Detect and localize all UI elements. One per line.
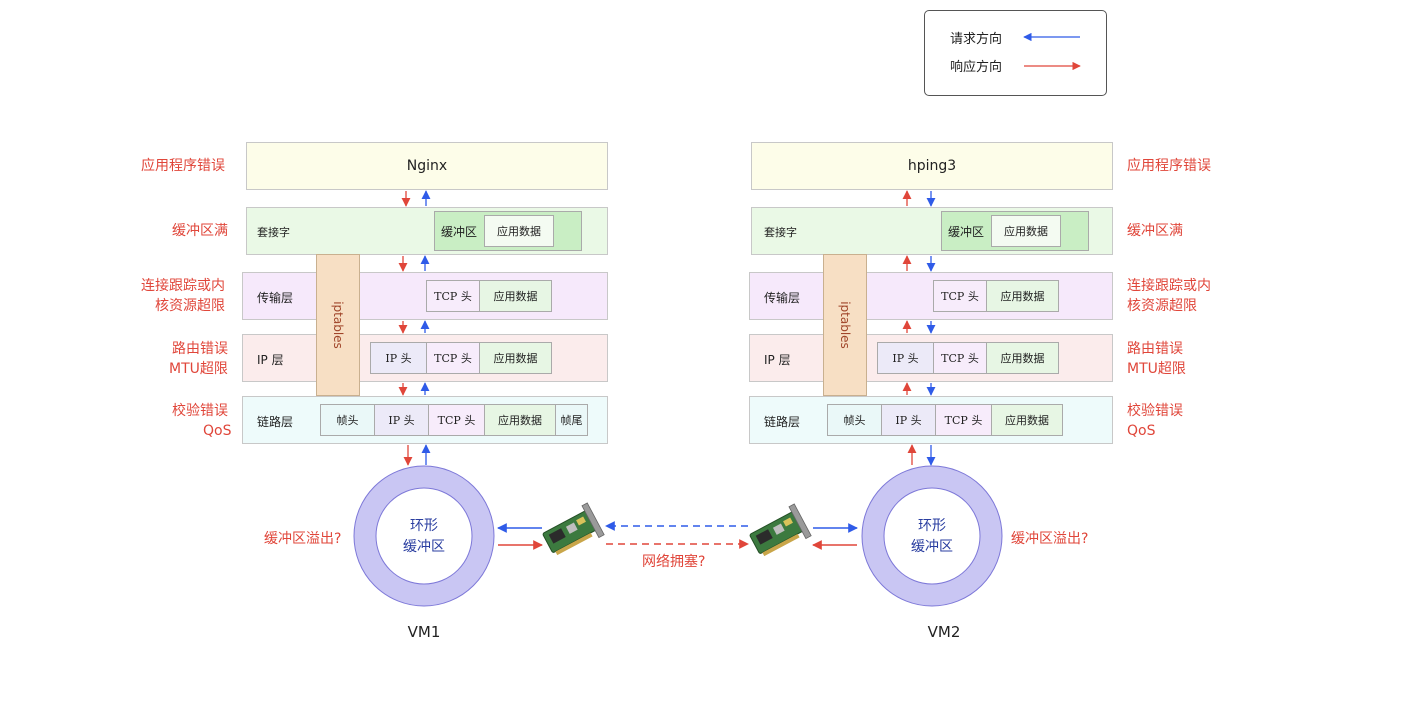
vm2-transport-tcp: TCP 头 — [933, 280, 987, 312]
vm1-nic-icon — [542, 502, 605, 556]
vm1-layer-arrows — [398, 190, 431, 466]
vm1-app-layer: Nginx — [246, 142, 608, 190]
vm1-app-error: 应用程序错误 — [141, 158, 225, 174]
vm1-name: VM1 — [407, 623, 441, 641]
vm1-socket-label: 套接字 — [257, 226, 290, 239]
vm2-link-label: 链路层 — [764, 415, 801, 429]
vm1-conntrack-line2: 核资源超限 — [155, 298, 225, 314]
vm2-ip-tcp: TCP 头 — [933, 342, 987, 374]
vm1-link-tcp: TCP 头 — [428, 404, 485, 436]
vm2-ring-buffer — [862, 466, 1002, 606]
vm1-ip-label: IP 层 — [257, 353, 284, 367]
legend-response-label: 响应方向 — [950, 60, 1003, 75]
vm2-conntrack-line1: 连接跟踪或内 — [1127, 278, 1211, 294]
vm2-route-line1: 路由错误 — [1127, 341, 1183, 357]
vm2-socket-buffer-label: 缓冲区 — [948, 224, 985, 239]
vm1-socket-appdata: 应用数据 — [484, 215, 554, 247]
vm1-buffer-full: 缓冲区满 — [172, 223, 228, 239]
legend-request-label: 请求方向 — [950, 32, 1003, 47]
vm1-route-line2: MTU超限 — [169, 361, 228, 377]
legend: 请求方向 响应方向 — [924, 10, 1107, 96]
vm2-transport-label: 传输层 — [764, 291, 801, 305]
vm1-link-framehdr: 帧头 — [320, 404, 375, 436]
vm2-checksum-line2: QoS — [1127, 423, 1156, 439]
vm1-ring-overflow: 缓冲区溢出? — [264, 531, 342, 547]
vm1-app-name: Nginx — [406, 158, 448, 174]
vm1-ip-appdata: 应用数据 — [479, 342, 552, 374]
vm1-checksum-line1: 校验错误 — [172, 403, 228, 419]
vm1-link-iphdr: IP 头 — [374, 404, 429, 436]
vm2-ring-line1: 环形 — [918, 518, 946, 534]
vm2-checksum-line1: 校验错误 — [1127, 403, 1183, 419]
vm2-layer-arrows — [902, 190, 936, 466]
vm2-socket-label: 套接字 — [764, 226, 797, 239]
vm1-route-line1: 路由错误 — [172, 341, 228, 357]
vm1-ring-line1: 环形 — [410, 518, 438, 534]
vm2-buffer-full: 缓冲区满 — [1127, 223, 1183, 239]
vm1-ip-tcp: TCP 头 — [426, 342, 480, 374]
network-congestion-label: 网络拥塞? — [642, 554, 706, 570]
vm2-ring-overflow: 缓冲区溢出? — [1011, 531, 1089, 547]
vm2-iptables: iptables — [823, 254, 867, 396]
vm2-app-layer: hping3 — [751, 142, 1113, 190]
vm2-ring-line2: 缓冲区 — [911, 539, 953, 555]
vm2-link-appdata: 应用数据 — [991, 404, 1063, 436]
vm2-app-error: 应用程序错误 — [1127, 158, 1211, 174]
vm2-ring-label: 环形 缓冲区 — [892, 516, 972, 558]
vm2-ip-label: IP 层 — [764, 353, 791, 367]
vm2-ip-iphdr: IP 头 — [877, 342, 934, 374]
vm1-ip-iphdr: IP 头 — [370, 342, 427, 374]
vm2-link-tcp: TCP 头 — [935, 404, 992, 436]
vm1-link-label: 链路层 — [257, 415, 294, 429]
vm1-ring-label: 环形 缓冲区 — [384, 516, 464, 558]
vm1-iptables: iptables — [316, 254, 360, 396]
vm1-ring-line2: 缓冲区 — [403, 539, 445, 555]
vm1-transport-appdata: 应用数据 — [479, 280, 552, 312]
vm2-nic-icon — [749, 503, 812, 557]
vm2-socket-appdata: 应用数据 — [991, 215, 1061, 247]
vm1-transport-label: 传输层 — [257, 291, 294, 305]
vm2-ip-appdata: 应用数据 — [986, 342, 1059, 374]
vm1-link-frametrailer: 帧尾 — [555, 404, 588, 436]
vm1-checksum-line2: QoS — [203, 423, 232, 439]
vm1-ring-buffer — [354, 466, 494, 606]
vm2-route-line2: MTU超限 — [1127, 361, 1186, 377]
vm2-link-framehdr: 帧头 — [827, 404, 882, 436]
vm1-socket-buffer-label: 缓冲区 — [441, 224, 478, 239]
vm2-conntrack-line2: 核资源超限 — [1127, 298, 1197, 314]
vm1-link-appdata: 应用数据 — [484, 404, 556, 436]
vm2-app-name: hping3 — [907, 158, 957, 174]
vm1-transport-tcp: TCP 头 — [426, 280, 480, 312]
vm1-conntrack-line1: 连接跟踪或内 — [141, 278, 225, 294]
vm2-transport-appdata: 应用数据 — [986, 280, 1059, 312]
vm2-name: VM2 — [927, 623, 961, 641]
